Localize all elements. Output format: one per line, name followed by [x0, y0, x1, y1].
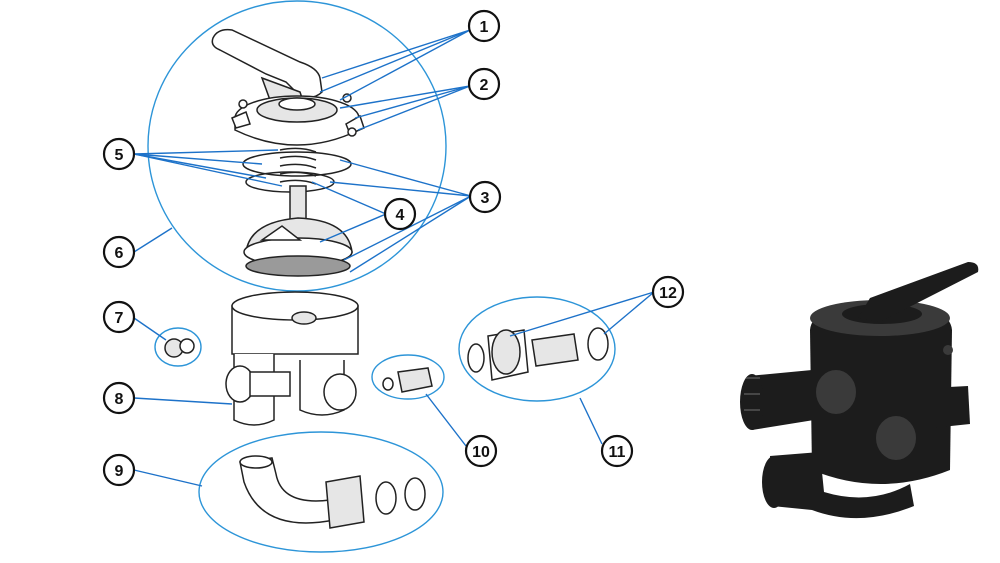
callout-4-label: 4 — [396, 207, 405, 224]
top-assembly-group-ring — [147, 0, 447, 292]
callout-6: 6 — [102, 235, 136, 269]
spring-seal-part — [242, 147, 352, 221]
callout-7: 7 — [102, 300, 136, 334]
callout-3-label: 3 — [481, 190, 490, 207]
assembled-valve-photo — [740, 262, 979, 519]
callout-9-label: 9 — [115, 463, 124, 480]
callout-5: 5 — [102, 137, 136, 171]
callout-11: 11 — [600, 434, 634, 468]
pipe-set-part — [239, 455, 426, 529]
handle-part — [211, 28, 323, 105]
callout-7-label: 7 — [115, 310, 124, 327]
union-set-part — [467, 327, 609, 381]
callout-8: 8 — [102, 381, 136, 415]
callout-5-label: 5 — [115, 147, 124, 164]
union-set-group-ring — [458, 296, 616, 402]
plug-group-ring — [154, 327, 202, 367]
callout-12: 12 — [651, 275, 685, 309]
rotor-disk-part — [243, 217, 353, 277]
callout-10-label: 10 — [472, 444, 490, 461]
fitting-part — [382, 367, 433, 393]
callout-10: 10 — [464, 434, 498, 468]
leader-lines — [133, 29, 655, 487]
callout-6-label: 6 — [115, 245, 124, 262]
fitting-group-ring — [371, 354, 445, 400]
callout-2-label: 2 — [480, 77, 489, 94]
pipe-set-group-ring — [198, 431, 444, 553]
callout-12-label: 12 — [659, 285, 677, 302]
valve-body-part — [225, 291, 359, 426]
callout-2: 2 — [467, 67, 501, 101]
callout-3: 3 — [468, 180, 502, 214]
callout-8-label: 8 — [115, 391, 124, 408]
callout-9: 9 — [102, 453, 136, 487]
valve-cover-part — [231, 93, 365, 146]
callout-11-label: 11 — [609, 444, 626, 461]
callout-1-label: 1 — [480, 19, 489, 36]
callout-1: 1 — [467, 9, 501, 43]
callout-4: 4 — [383, 197, 417, 231]
plug-part — [164, 338, 195, 358]
